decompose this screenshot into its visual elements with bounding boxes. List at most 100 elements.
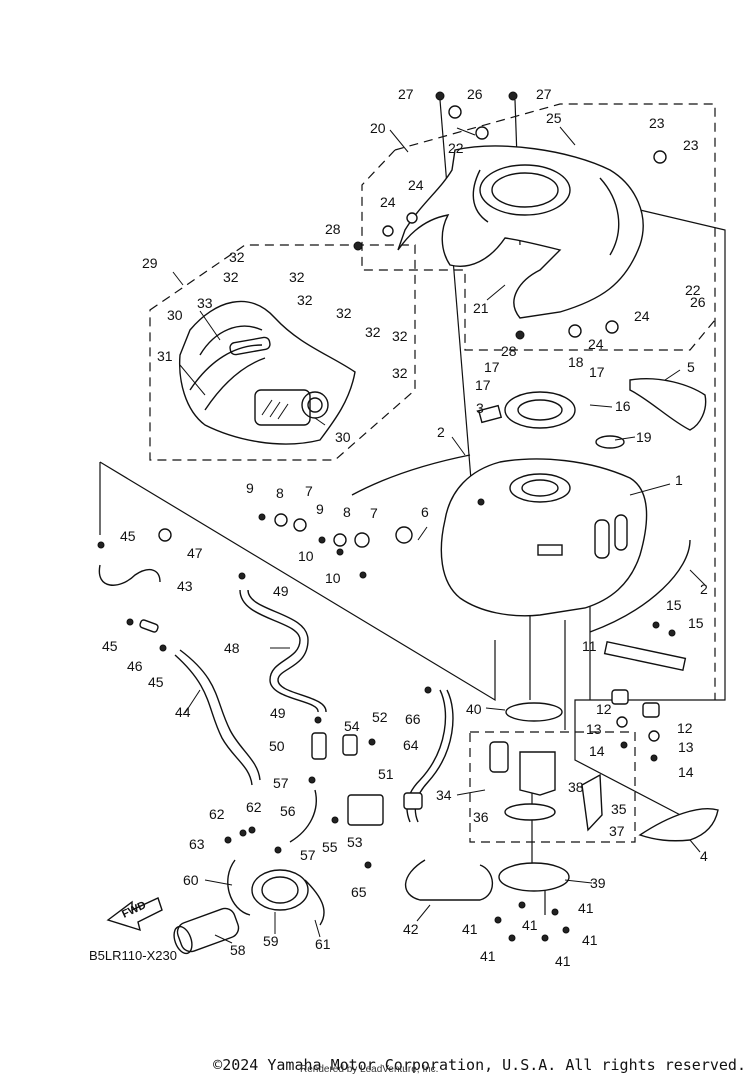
callout-39: 39 [590, 875, 606, 891]
callout-30: 30 [167, 307, 183, 323]
callout-37: 37 [609, 823, 625, 839]
callout-23: 23 [649, 115, 665, 131]
fuel-pump [489, 741, 603, 832]
callout-17: 17 [589, 364, 605, 380]
callout-34: 34 [436, 787, 452, 803]
side-cover-group-outline [149, 244, 416, 461]
callout-32: 32 [297, 292, 313, 308]
callout-20: 20 [370, 120, 386, 136]
callout-57: 57 [300, 847, 316, 863]
callout-28: 28 [325, 221, 341, 237]
callout-47: 47 [187, 545, 203, 561]
callout-32: 32 [289, 269, 305, 285]
callout-54: 54 [344, 718, 360, 734]
hose-42 [404, 859, 494, 901]
callout-51: 51 [378, 766, 394, 782]
callout-32: 32 [229, 249, 245, 265]
callout-labels: 27 26 27 20 22 25 23 23 24 24 28 29 32 3… [102, 86, 708, 969]
fuel-cap-plate [477, 391, 576, 429]
callout-45: 45 [102, 638, 118, 654]
callout-55: 55 [322, 839, 338, 855]
callout-24: 24 [408, 177, 424, 193]
tank-shroud-right [629, 378, 707, 431]
callout-leaders [172, 126, 706, 944]
callout-5: 5 [687, 359, 695, 375]
tank-top-cover [397, 145, 644, 319]
callout-49: 49 [273, 583, 289, 599]
callout-41: 41 [582, 932, 598, 948]
callout-30: 30 [335, 429, 351, 445]
hose-43 [98, 564, 161, 586]
callout-38: 38 [568, 779, 584, 795]
canister-bracket [227, 859, 325, 926]
callout-24: 24 [634, 308, 650, 324]
callout-63: 63 [189, 836, 205, 852]
callout-24: 24 [380, 194, 396, 210]
callout-49: 49 [270, 705, 286, 721]
callout-18: 18 [568, 354, 584, 370]
callout-8: 8 [276, 485, 284, 501]
callout-32: 32 [336, 305, 352, 321]
callout-10: 10 [298, 548, 314, 564]
callout-33: 33 [197, 295, 213, 311]
callout-41: 41 [578, 900, 594, 916]
fuel-pump-group-outline [469, 731, 636, 843]
callout-9: 9 [316, 501, 324, 517]
callout-52: 52 [372, 709, 388, 725]
callout-42: 42 [403, 921, 419, 937]
tank-cover-group-outline-2 [361, 149, 716, 351]
callout-8: 8 [343, 504, 351, 520]
callout-32: 32 [392, 365, 408, 381]
callout-2: 2 [437, 424, 445, 440]
side-cover [178, 300, 356, 445]
pump-gasket [505, 702, 563, 722]
callout-41: 41 [480, 948, 496, 964]
diagram-code: B5LR110-X230 [89, 948, 177, 963]
hose-48 [239, 589, 319, 713]
hose-44-b [174, 654, 253, 786]
fuel-tank [440, 458, 648, 617]
callout-7: 7 [370, 505, 378, 521]
callout-21: 21 [473, 300, 489, 316]
pump-ring [498, 862, 570, 892]
callout-58: 58 [230, 942, 246, 958]
callout-41: 41 [462, 921, 478, 937]
callout-24: 24 [588, 336, 604, 352]
callout-40: 40 [466, 701, 482, 717]
callout-31: 31 [157, 348, 173, 364]
callout-56: 56 [280, 803, 296, 819]
callout-66: 66 [405, 711, 421, 727]
copyright-notice: ©2024 Yamaha Motor Corporation, U.S.A. A… [213, 1056, 746, 1074]
callout-36: 36 [473, 809, 489, 825]
seal-strip-right [589, 539, 691, 633]
callout-27: 27 [536, 86, 552, 102]
callout-60: 60 [183, 872, 199, 888]
callout-22: 22 [448, 140, 464, 156]
callout-23: 23 [683, 137, 699, 153]
callout-29: 29 [142, 255, 158, 271]
callout-48: 48 [224, 640, 240, 656]
seal-strip-top [351, 454, 471, 496]
callout-15: 15 [666, 597, 682, 613]
callout-2: 2 [700, 581, 708, 597]
callout-35: 35 [611, 801, 627, 817]
callout-19: 19 [636, 429, 652, 445]
callout-41: 41 [522, 917, 538, 933]
fwd-arrow: FWD [106, 897, 163, 932]
callout-44: 44 [175, 704, 191, 720]
callout-27: 27 [398, 86, 414, 102]
callout-28: 28 [501, 343, 517, 359]
callout-45: 45 [148, 674, 164, 690]
callout-25: 25 [546, 110, 562, 126]
callout-14: 14 [678, 764, 694, 780]
callout-45: 45 [120, 528, 136, 544]
hose-44 [179, 649, 261, 781]
callout-17: 17 [475, 377, 491, 393]
callout-7: 7 [305, 483, 313, 499]
callout-4: 4 [700, 848, 708, 864]
hose-48-b [247, 589, 327, 713]
callout-11: 11 [582, 638, 597, 654]
tank-cover-group-outline [394, 103, 716, 700]
callout-9: 9 [246, 480, 254, 496]
callout-46: 46 [127, 658, 143, 674]
